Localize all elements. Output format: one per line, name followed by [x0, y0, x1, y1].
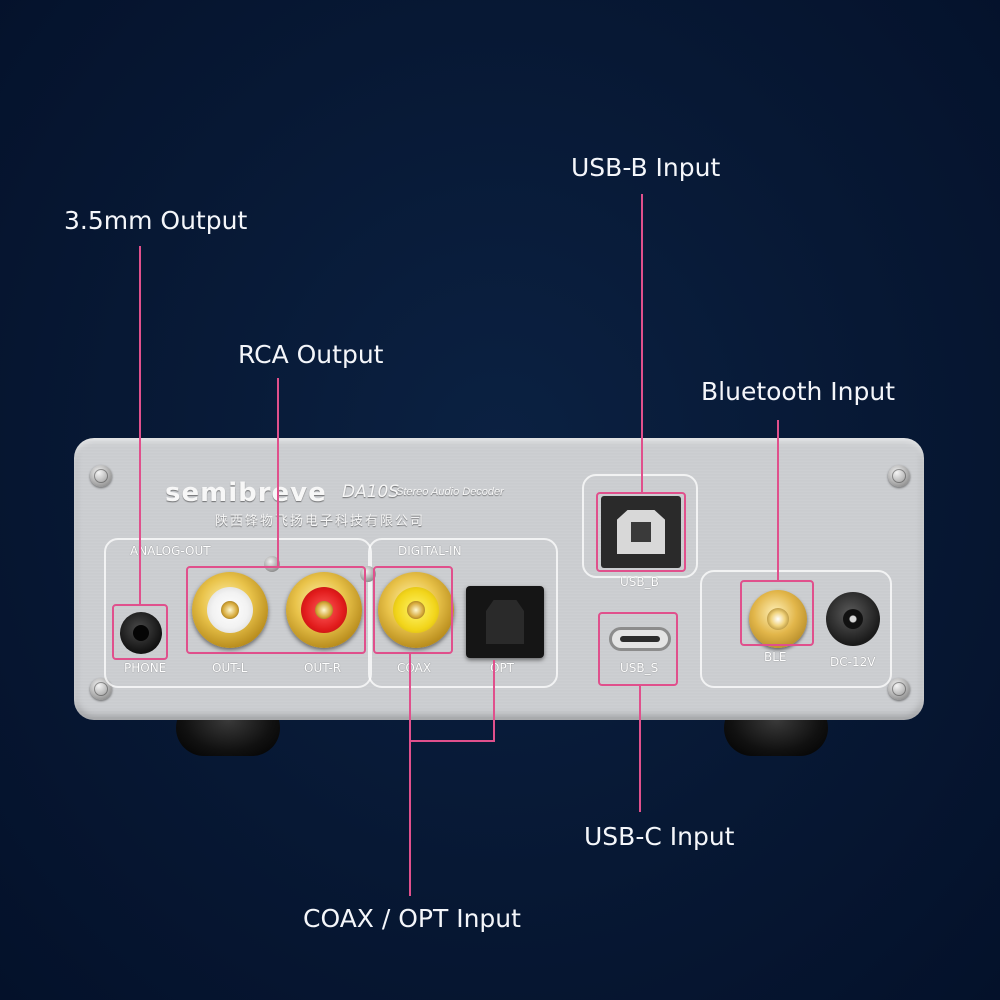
usb-b-callout-line: [641, 194, 643, 492]
phone-label: PHONE: [124, 661, 167, 675]
rca-output-callout: RCA Output: [238, 340, 384, 369]
brand-logo: semibreve: [165, 478, 327, 508]
analog-out-label: ANALOG-OUT: [130, 544, 211, 558]
usb-s-label: USB_S: [620, 661, 659, 675]
usb-b-label: USB_B: [620, 575, 659, 589]
rca-out-left-jack: [192, 572, 268, 648]
model-subtitle: Stereo Audio Decoder: [396, 486, 504, 498]
usb-c-input-callout: USB-C Input: [584, 822, 735, 851]
ble-label: BLE: [764, 650, 787, 664]
analog-out-outline: [104, 538, 372, 688]
panel-screw-top-right: [888, 465, 910, 487]
bluetooth-highlight-box: [740, 580, 814, 646]
phone-highlight-box: [112, 604, 168, 660]
dc-power-jack: [826, 592, 880, 646]
phone-jack: [120, 612, 162, 654]
coax-callout-line: [409, 654, 411, 896]
rca-highlight-box: [186, 566, 366, 654]
coax-opt-input-callout: COAX / OPT Input: [303, 904, 521, 933]
panel-screw-bottom-right: [888, 678, 910, 700]
out-l-label: OUT-L: [212, 661, 248, 675]
out-r-label: OUT-R: [304, 661, 342, 675]
usb-b-port: [601, 496, 681, 568]
rear-right-outline: [700, 570, 892, 688]
digital-in-label: DIGITAL-IN: [398, 544, 462, 558]
usb-b-outline: [582, 474, 698, 578]
phone-output-callout: 3.5mm Output: [64, 206, 248, 235]
rca-callout-line: [277, 378, 279, 566]
company-name: 陕西锋物飞扬电子科技有限公司: [215, 514, 426, 529]
bluetooth-antenna-connector: [749, 590, 807, 648]
usb-c-port: [609, 627, 671, 651]
analog-small-screw: [264, 556, 280, 572]
optical-jack: [466, 586, 544, 658]
phone-callout-line: [139, 246, 141, 604]
bluetooth-callout-line: [777, 420, 779, 580]
coax-opt-joiner-line: [409, 740, 495, 742]
usb-c-callout-line: [639, 686, 641, 812]
opt-label: OPT: [490, 661, 515, 675]
panel-screw-bottom-left: [90, 678, 112, 700]
bluetooth-input-callout: Bluetooth Input: [701, 377, 896, 406]
usb-b-highlight-box: [596, 492, 686, 572]
coax-jack: [378, 572, 454, 648]
rca-out-right-jack: [286, 572, 362, 648]
panel-screw-top-left: [90, 465, 112, 487]
opt-callout-line: [493, 660, 495, 742]
digital-in-outline: [368, 538, 558, 688]
coax-label: COAX: [397, 661, 432, 675]
usb-c-highlight-box: [598, 612, 678, 686]
model-name: DA10S: [342, 482, 400, 502]
coax-highlight-box: [373, 566, 453, 654]
usb-b-input-callout: USB-B Input: [571, 153, 721, 182]
dc-label: DC-12V: [830, 655, 876, 669]
